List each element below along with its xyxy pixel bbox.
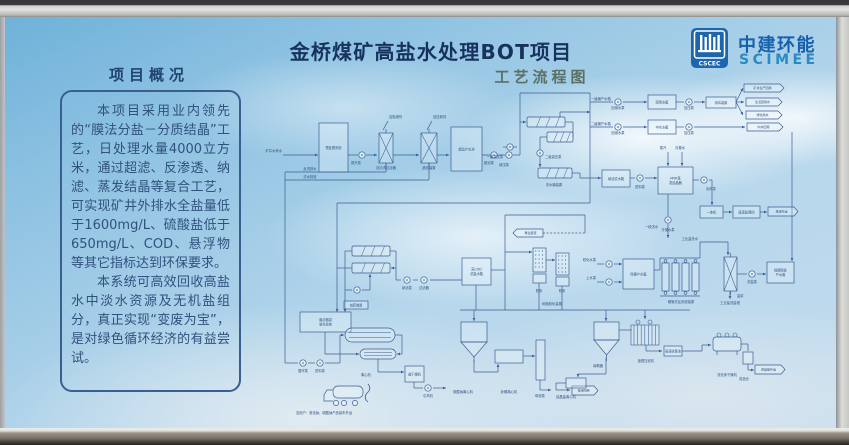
svg-text:高COD: 高COD [471, 267, 482, 272]
svg-text:板框压滤机: 板框压滤机 [638, 358, 655, 363]
svg-text:绿化用水: 绿化用水 [756, 112, 768, 117]
svg-text:超滤装置: 超滤装置 [422, 165, 436, 170]
svg-text:离心机: 离心机 [361, 372, 372, 377]
svg-text:二级膜产水箱: 二级膜产水箱 [591, 121, 611, 126]
svg-text:工业盐洗水: 工业盐洗水 [682, 236, 699, 241]
svg-text:阴床: 阴床 [559, 288, 566, 293]
svg-text:盐干燥机: 盐干燥机 [408, 371, 422, 376]
svg-text:过滤器: 过滤器 [419, 285, 430, 290]
svg-text:一级膜产水箱: 一级膜产水箱 [591, 96, 611, 101]
svg-text:生活回用水: 生活回用水 [755, 99, 770, 104]
svg-text:成品盐外运: 成品盐外运 [761, 367, 776, 372]
svg-text:矿井水来水: 矿井水来水 [266, 148, 283, 153]
svg-text:进料泵: 进料泵 [635, 184, 646, 189]
svg-text:反洗排水: 反洗排水 [303, 166, 317, 171]
svg-text:回用水箱: 回用水箱 [656, 99, 670, 104]
svg-text:进料泵: 进料泵 [315, 368, 326, 373]
svg-text:流化床干燥机: 流化床干燥机 [717, 372, 737, 377]
board-frame-left [0, 17, 5, 428]
svg-text:洗盐泵: 洗盐泵 [747, 279, 758, 284]
svg-text:软化水泵: 软化水泵 [583, 257, 597, 262]
logo-company-name-en: SCIMEE [739, 52, 819, 68]
svg-text:冷凝水泵: 冷凝水泵 [661, 227, 675, 232]
svg-text:预处理系统: 预处理系统 [326, 145, 343, 150]
svg-text:出料泵: 出料泵 [706, 186, 717, 191]
svg-text:纳滤泵: 纳滤泵 [402, 285, 413, 290]
section-header-process-flow: 工艺流程图 [494, 68, 590, 86]
svg-text:消毒装置: 消毒装置 [715, 100, 728, 105]
board-title: 金桥煤矿高盐水处理BOT项目 [289, 40, 573, 64]
cscec-logo-emblem: CSCEC [691, 28, 728, 68]
svg-text:盐浆: 盐浆 [737, 293, 744, 298]
svg-text:膜浓缩减: 膜浓缩减 [319, 317, 333, 322]
svg-text:加药装置: 加药装置 [350, 302, 363, 307]
svg-text:母液收集池: 母液收集池 [665, 348, 682, 353]
board-frame-top [0, 0, 849, 17]
svg-text:一体机: 一体机 [707, 209, 717, 214]
board-frame-right [836, 17, 849, 428]
svg-text:加压泵: 加压泵 [684, 105, 695, 110]
svg-text:母液回用: 母液回用 [577, 388, 589, 393]
logo-company-name-cn: 中建环能 [738, 35, 816, 56]
svg-text:母液外运: 母液外运 [775, 209, 787, 214]
svg-text:母液泵: 母液泵 [535, 393, 546, 398]
svg-text:中水回用: 中水回用 [757, 124, 769, 129]
board-frame-bottom [0, 428, 849, 445]
svg-text:自清洗过滤器: 自清洗过滤器 [376, 165, 396, 170]
svg-text:矿井生产回用: 矿井生产回用 [753, 85, 771, 90]
svg-text:树脂软化装置: 树脂软化装置 [542, 301, 562, 306]
overview-paragraph-1: 本项目采用业内领先的“膜法分盐－分质结晶”工艺，日处理水量4000立方米，通过超… [71, 104, 230, 271]
section-header-project-overview: 项目概况 [108, 66, 190, 84]
svg-text:至用户：氯化钠、硫酸钠产品装车外运: 至用户：氯化钠、硫酸钠产品装车外运 [296, 410, 353, 415]
project-overview-panel: 本项目采用业内领先的“膜法分盐－分质结晶”工艺，日处理水量4000立方米，通过超… [60, 90, 241, 392]
sign-board [5, 17, 836, 428]
svg-text:引风机: 引风机 [423, 393, 434, 398]
svg-text:加阻垢剂: 加阻垢剂 [389, 114, 403, 119]
svg-text:上水泵: 上水泵 [586, 275, 597, 280]
svg-text:超滤泵: 超滤泵 [484, 160, 495, 165]
svg-text:冷凝水: 冷凝水 [675, 145, 686, 150]
svg-text:中水水箱: 中水水箱 [656, 124, 670, 129]
svg-text:除硬产水箱: 除硬产水箱 [631, 271, 648, 276]
svg-text:除硬除硅: 除硬除硅 [774, 268, 788, 273]
svg-text:发结晶器: 发结晶器 [669, 180, 683, 185]
svg-text:增压泵: 增压泵 [499, 162, 510, 167]
svg-text:成品仓: 成品仓 [739, 376, 750, 381]
svg-text:回用水泵: 回用水泵 [611, 130, 625, 135]
svg-text:加还原剂: 加还原剂 [433, 114, 447, 119]
svg-text:二级高压泵: 二级高压泵 [545, 154, 562, 159]
svg-text:CSCEC: CSCEC [699, 61, 721, 68]
svg-text:一段浓水: 一段浓水 [645, 224, 659, 229]
svg-text:MVR蒸: MVR蒸 [670, 176, 681, 181]
svg-text:量化系统: 量化系统 [319, 321, 333, 326]
svg-text:卧螺离心机: 卧螺离心机 [501, 389, 518, 394]
svg-text:硫酸钠离心机: 硫酸钠离心机 [453, 389, 473, 394]
svg-text:浓水排放: 浓水排放 [303, 174, 317, 179]
svg-text:提升泵: 提升泵 [351, 160, 362, 165]
overview-paragraph-2: 本系统可高效回收高盐水中淡水资源及无机盐组分，真正实现“变废为宝”，是对绿色循环… [71, 275, 230, 366]
svg-text:产水箱: 产水箱 [776, 272, 786, 277]
svg-text:蒸汽: 蒸汽 [660, 145, 667, 150]
svg-text:结晶盐离心机: 结晶盐离心机 [556, 394, 576, 399]
svg-text:增稠器: 增稠器 [593, 363, 604, 368]
svg-text:超滤产水池: 超滤产水池 [459, 146, 476, 151]
svg-text:工业盐洗盐塔: 工业盐洗盐塔 [720, 300, 740, 305]
svg-text:碟管式反渗透装置: 碟管式反渗透装置 [668, 299, 695, 304]
svg-text:再生废液: 再生废液 [524, 230, 536, 235]
svg-text:一级高压泵: 一级高压泵 [487, 154, 504, 159]
svg-text:阳床: 阳床 [536, 288, 543, 293]
svg-text:浓水膜装置: 浓水膜装置 [546, 182, 563, 187]
svg-text:回用水泵: 回用水泵 [611, 105, 625, 110]
svg-text:循环泵: 循环泵 [298, 368, 309, 373]
svg-text:纳滤浓水箱: 纳滤浓水箱 [608, 176, 625, 181]
svg-text:浓盐水箱: 浓盐水箱 [470, 271, 484, 276]
svg-text:废液处理间: 废液处理间 [739, 209, 755, 214]
svg-text:加压泵: 加压泵 [684, 130, 695, 135]
